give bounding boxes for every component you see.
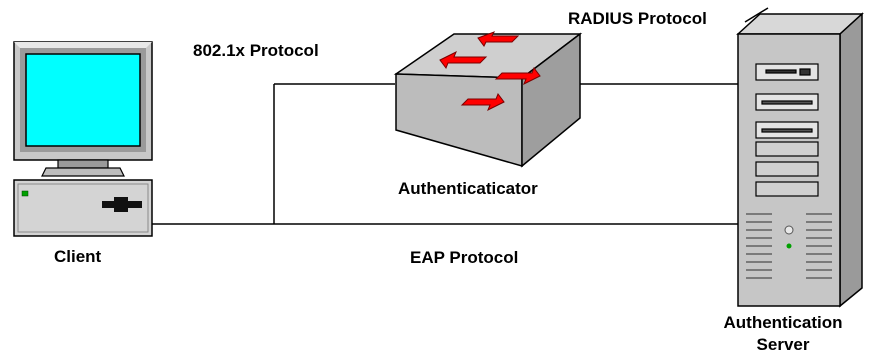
label-authentication-server-line1: Authentication [723,313,843,332]
label-radius-protocol: RADIUS Protocol [568,9,707,28]
server-power-led [786,243,792,249]
server-power-button [784,225,794,235]
server-drive-bays [755,63,819,197]
label-authenticator: Authenticaticator [398,179,538,198]
label-authentication-server-line2: Server [756,335,810,354]
client-power-led [21,190,29,197]
label-client: Client [54,247,102,266]
server-vent-grille [746,213,832,279]
client-computer-icon [13,41,153,237]
label-eap-protocol: EAP Protocol [410,248,519,267]
authenticator-switch-icon [393,31,583,168]
label-8021x-protocol: 802.1x Protocol [193,41,319,60]
authentication-server-icon [736,12,864,308]
switch-arrows [439,31,541,112]
label-authentication-server: Authentication Server [700,312,866,356]
connection-lines [150,7,769,225]
client-screen [25,53,141,147]
radius-callout-line [744,7,769,23]
